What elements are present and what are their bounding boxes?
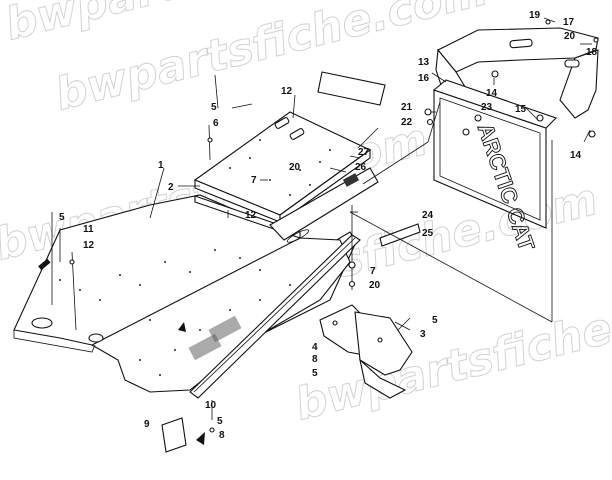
callout-5-left: 5 xyxy=(59,212,65,223)
callout-23: 23 xyxy=(481,102,493,113)
callout-27: 27 xyxy=(358,147,370,158)
callout-7-lower: 7 xyxy=(370,266,376,277)
bumper-right-end xyxy=(559,49,599,119)
callout-20-lower: 20 xyxy=(369,280,381,291)
callout-4: 4 xyxy=(312,342,318,353)
callout-17: 17 xyxy=(563,17,575,28)
callout-10: 10 xyxy=(205,400,217,411)
flap-bracket xyxy=(379,223,421,247)
callout-3: 3 xyxy=(420,329,426,340)
callout-8-bottom: 8 xyxy=(219,430,225,441)
callout-26: 26 xyxy=(355,162,367,173)
watermark-text: bwpartsfiche.com xyxy=(290,274,612,431)
trim-strip xyxy=(189,234,361,399)
bracket-plates xyxy=(319,304,413,399)
small-plate xyxy=(161,417,187,453)
callout-19: 19 xyxy=(529,10,541,21)
callout-18: 18 xyxy=(586,47,598,58)
callout-5-bottom: 5 xyxy=(217,416,223,427)
callout-25: 25 xyxy=(422,228,434,239)
tunnel-cutout xyxy=(88,333,104,343)
fastener-stack xyxy=(348,205,356,290)
callout-5-bracket: 5 xyxy=(432,315,438,326)
strap-part xyxy=(38,258,51,271)
warning-triangle xyxy=(178,322,186,332)
tunnel-cutout xyxy=(31,317,53,329)
callout-21: 21 xyxy=(401,102,413,113)
callout-14-top: 14 xyxy=(486,88,498,99)
pad-part xyxy=(317,71,386,106)
grip-texture xyxy=(188,315,242,361)
callout-5-lower: 5 xyxy=(312,368,318,379)
rail-decal xyxy=(269,167,379,241)
bracket-strip xyxy=(379,223,421,247)
callout-20-mid: 20 xyxy=(289,162,301,173)
callout-16: 16 xyxy=(418,73,430,84)
rear-flap: ARCTIC CAT xyxy=(432,79,558,255)
callout-7-top: 7 xyxy=(251,175,257,186)
trim-molding xyxy=(189,234,361,399)
callout-12-left: 12 xyxy=(83,240,95,251)
callout-8-mid: 8 xyxy=(312,354,318,365)
callout-15: 15 xyxy=(515,104,527,115)
seat-rivets xyxy=(229,139,331,196)
callout-12-mid: 12 xyxy=(245,210,257,221)
callout-1: 1 xyxy=(158,160,164,171)
callout-22: 22 xyxy=(401,117,413,128)
callout-2: 2 xyxy=(168,182,174,193)
side-rail xyxy=(269,167,379,243)
hardware xyxy=(38,19,599,453)
callout-14-right: 14 xyxy=(570,150,582,161)
callout-6: 6 xyxy=(213,118,219,129)
rivet-holes xyxy=(59,249,291,376)
callout-9: 9 xyxy=(144,419,150,430)
callout-labels: 1 2 3 4 5 5 5 5 5 6 7 7 8 8 9 10 11 12 1… xyxy=(59,10,598,441)
callout-12-top: 12 xyxy=(281,86,293,97)
callout-5-top: 5 xyxy=(211,102,217,113)
callout-11: 11 xyxy=(83,224,94,235)
callout-24: 24 xyxy=(422,210,434,221)
callout-20-top: 20 xyxy=(564,31,576,42)
decal-pad xyxy=(317,71,386,106)
callout-13: 13 xyxy=(418,57,430,68)
